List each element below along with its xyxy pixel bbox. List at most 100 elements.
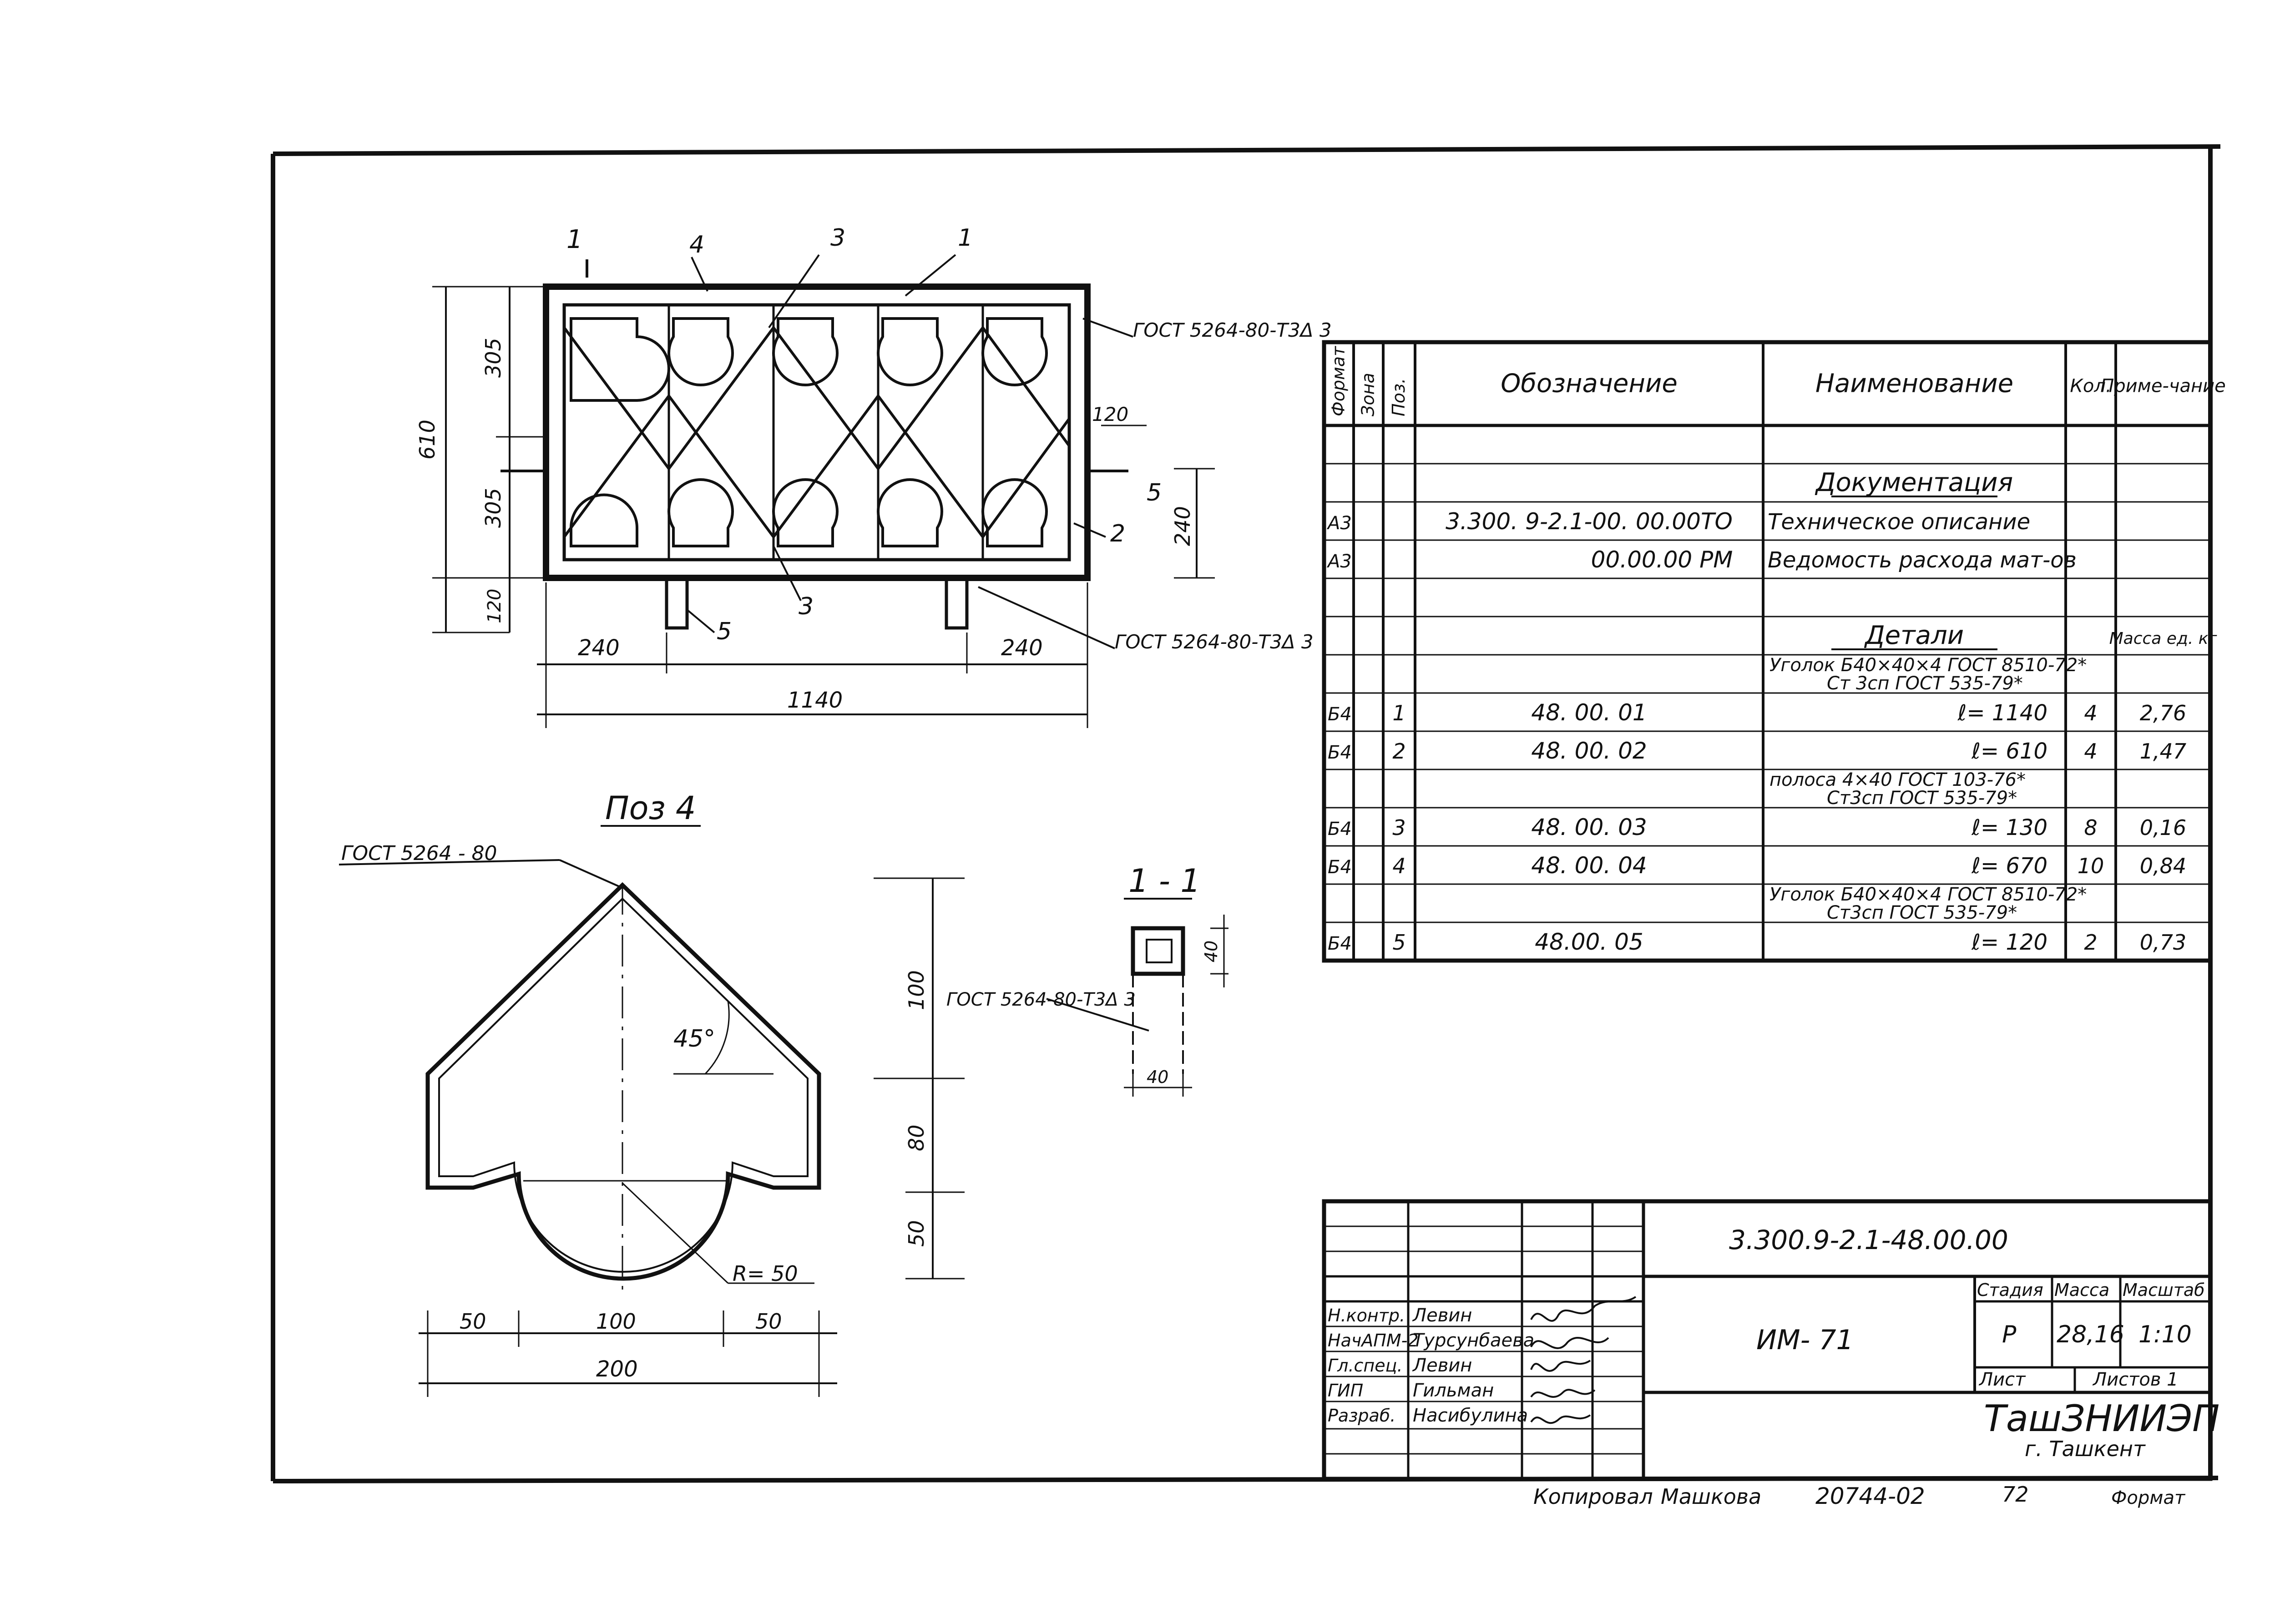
organization-city: г. Ташкент <box>2025 1437 2146 1461</box>
specification-table: Формат Зона Поз. Обозначение Наименование Кол… <box>1322 340 2226 963</box>
spec-material-line1: полоса 4×40 ГОСТ 103-76* <box>1769 769 2026 790</box>
spec-format: Б4 <box>1328 704 1352 725</box>
spec-designation: 48. 00. 03 <box>1531 814 1647 840</box>
frame-plan-view <box>500 259 1128 630</box>
spec-material-line1: Уголок Б40×40×4 ГОСТ 8510-72* <box>1769 884 2087 905</box>
pos4-dimensions <box>419 1310 837 1397</box>
dim-right-120: 120 <box>1092 403 1128 425</box>
signer-name: Турсунбаева <box>1413 1330 1534 1351</box>
spec-length: ℓ= 130 <box>1971 815 2048 840</box>
spec-qty: 4 <box>2084 739 2097 764</box>
spec-qty: 10 <box>2078 854 2104 878</box>
footer-inventory: 20744-02 <box>1815 1483 1925 1509</box>
spec-name: Ведомость расхода мат-ов <box>1768 547 2077 573</box>
title-block <box>1322 1199 2213 1481</box>
spec-format: Б4 <box>1328 857 1352 878</box>
scale-label: Масштаб <box>2123 1280 2205 1300</box>
spec-pos: 2 <box>1392 739 1405 764</box>
pos-label-2: 2 <box>1110 520 1125 547</box>
section-mark-top: 1 <box>566 225 583 254</box>
pos4-dim-w2: 100 <box>596 1309 636 1334</box>
spec-qty: 4 <box>2084 701 2097 725</box>
spec-material-line2: Ст3сп ГОСТ 535-79* <box>1827 788 2017 809</box>
spec-designation: 00.00.00 РМ <box>1591 546 1733 573</box>
spec-header-4: Наименование <box>1815 369 2013 399</box>
spec-qty: 2 <box>2084 930 2097 955</box>
section-dim-side: 40 <box>1201 941 1221 962</box>
spec-format: А3 <box>1326 513 1352 534</box>
dim-left-total: 610 <box>415 420 440 460</box>
footer-copied-label: Копировал <box>1533 1484 1653 1509</box>
signer-name: Левин <box>1412 1305 1472 1326</box>
signer-name: Гильман <box>1413 1380 1494 1401</box>
signer-name: Левин <box>1412 1355 1472 1376</box>
spec-length: ℓ= 670 <box>1971 853 2048 879</box>
spec-header-5: Кол. <box>2070 376 2111 397</box>
spec-designation: 3.300. 9-2.1-00. 00.00ТО <box>1446 508 1733 535</box>
spec-length: ℓ= 120 <box>1971 930 2048 955</box>
doc-code: 3.300.9-2.1-48.00.00 <box>1729 1224 2008 1255</box>
spec-format: А3 <box>1326 551 1352 572</box>
footer-copier: Машкова <box>1661 1484 1761 1509</box>
spec-header-0: Формат <box>1329 345 1349 416</box>
pos-label-3-bottom: 3 <box>799 593 814 620</box>
dim-left-lower: 305 <box>481 488 506 528</box>
pos-label-5-right: 5 <box>1147 479 1162 506</box>
dim-left-upper: 305 <box>481 338 506 378</box>
mass-value: 28,16 <box>2057 1321 2124 1348</box>
pos4-radius: R= 50 <box>733 1261 798 1286</box>
dim-left-leg: 120 <box>484 589 505 623</box>
pos4-dim-w1: 50 <box>460 1309 486 1334</box>
spec-pos: 4 <box>1392 854 1405 878</box>
spec-designation: 48. 00. 04 <box>1531 852 1647 879</box>
signer-role: Н.контр. <box>1328 1305 1405 1326</box>
spec-section-title: Детали <box>1864 621 1964 650</box>
pos-label-5-bottom: 5 <box>717 618 732 645</box>
frame-dimensions <box>432 286 1215 728</box>
spec-length: ℓ= 610 <box>1971 739 2048 764</box>
scale-value: 1:10 <box>2138 1321 2192 1348</box>
spec-length: ℓ= 1140 <box>1957 700 2048 726</box>
sheet-label: Лист <box>1978 1369 2026 1390</box>
dim-bottom-left: 240 <box>578 635 620 661</box>
weld-note-top: ГОСТ 5264-80-Т3Δ 3 <box>1133 319 1332 341</box>
mass-label: Масса <box>2054 1280 2109 1300</box>
section-dim-h2: 80 <box>904 1124 929 1151</box>
pos-label-4: 4 <box>689 231 704 258</box>
signer-role: Разраб. <box>1328 1406 1395 1426</box>
footer-format: Формат <box>2111 1487 2186 1508</box>
pos4-angle: 45° <box>673 1025 715 1052</box>
spec-note: 0,16 <box>2140 815 2186 840</box>
section-dim-h3: 50 <box>904 1220 929 1247</box>
spec-header-2: Поз. <box>1389 378 1409 416</box>
section-weld-note: ГОСТ 5264-80-Т3Δ 3 <box>946 989 1136 1010</box>
signer-name: Насибулина <box>1413 1405 1528 1426</box>
signer-role: ГИП <box>1328 1381 1363 1401</box>
spec-name: Техническое описание <box>1768 509 2030 535</box>
spec-format: Б4 <box>1328 742 1352 763</box>
signer-role: Гл.спец. <box>1328 1356 1403 1376</box>
footer-sheet-number: 72 <box>2002 1482 2029 1507</box>
pos4-dim-total: 200 <box>596 1356 638 1382</box>
section-dim-h1: 100 <box>904 970 929 1010</box>
spec-designation: 48. 00. 02 <box>1531 738 1647 764</box>
pos4-shape <box>425 882 821 1297</box>
spec-note: 0,84 <box>2140 854 2186 878</box>
signature-scribbles <box>1530 1296 1637 1424</box>
dim-bottom-right: 240 <box>1001 635 1043 661</box>
spec-note: 2,76 <box>2140 701 2186 725</box>
pos4-dim-w3: 50 <box>755 1309 782 1334</box>
weld-note-bottom: ГОСТ 5264-80-Т3Δ 3 <box>1115 631 1314 653</box>
pos4-title: Поз 4 <box>605 789 696 827</box>
section-dim-bottom: 40 <box>1147 1067 1168 1087</box>
sheets-label: Листов 1 <box>2092 1369 2179 1390</box>
product-name: ИМ- 71 <box>1756 1324 1854 1356</box>
stage-value: Р <box>2002 1321 2017 1348</box>
spec-header-3: Обозначение <box>1501 369 1678 399</box>
section-1-1-dimensions <box>874 877 965 1280</box>
spec-header-1: Зона <box>1358 373 1378 416</box>
spec-note: 0,73 <box>2140 930 2186 955</box>
spec-pos: 3 <box>1392 815 1405 840</box>
dim-right-240: 240 <box>1170 506 1195 546</box>
